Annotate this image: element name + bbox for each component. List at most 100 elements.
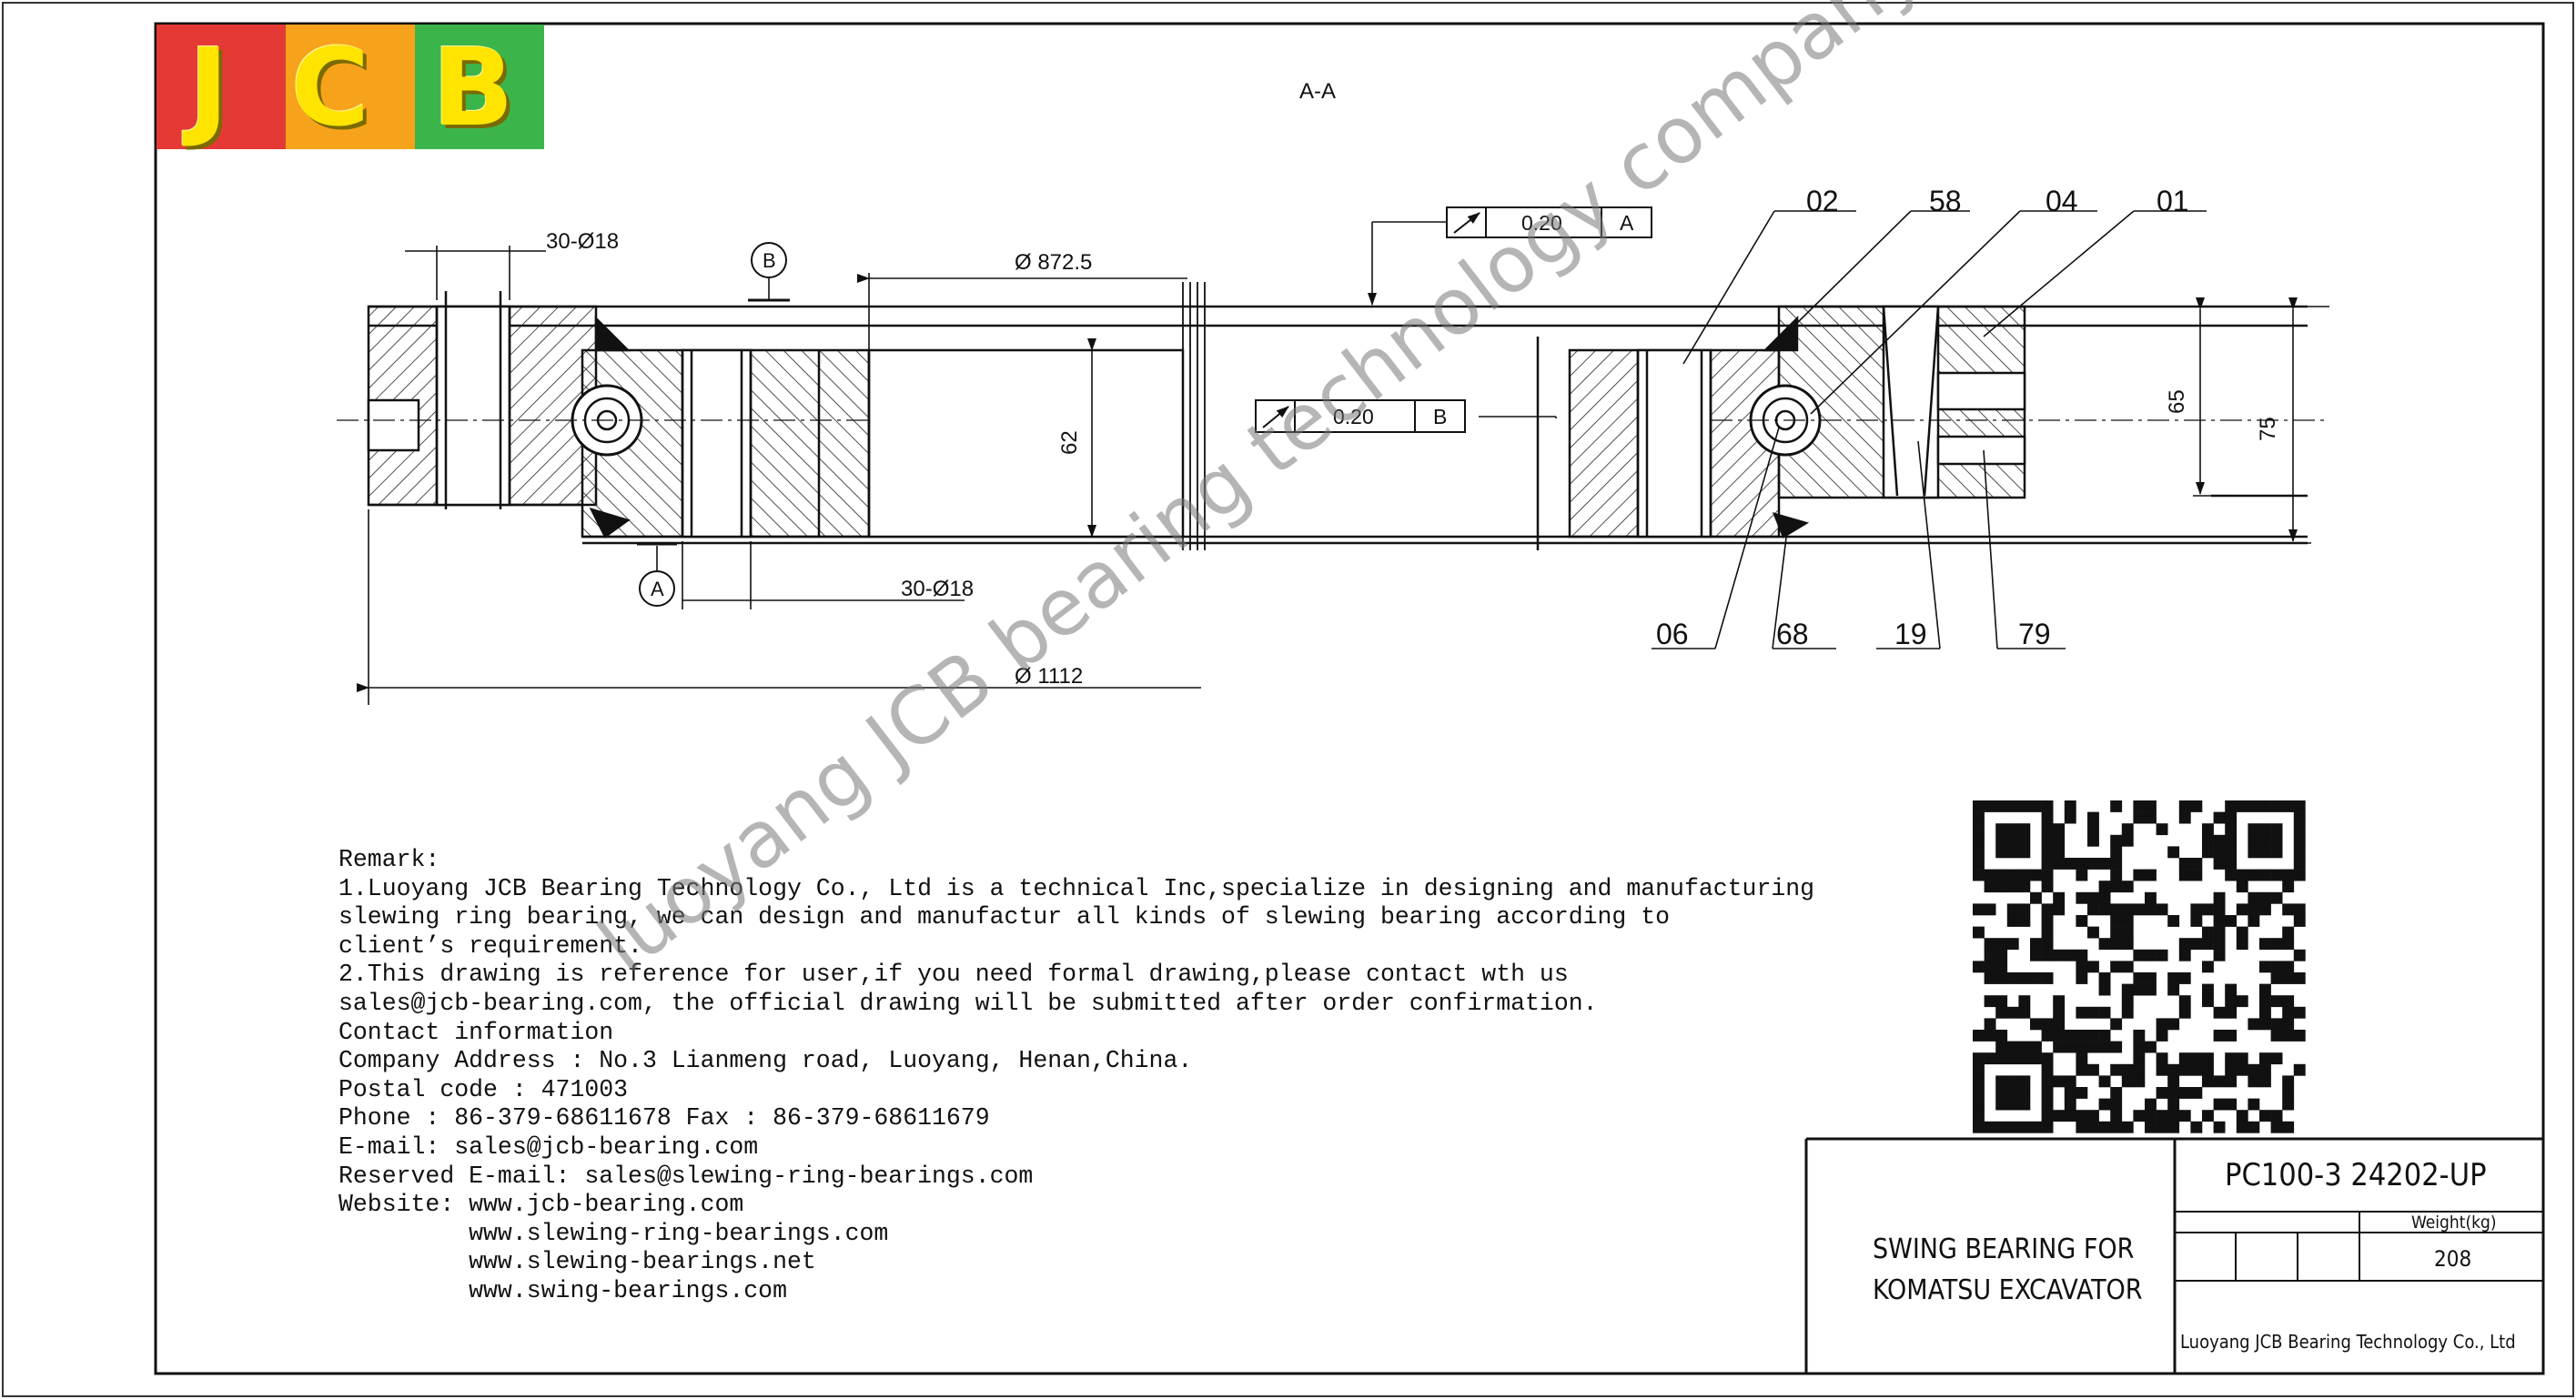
qr-module (2133, 800, 2146, 812)
qr-module (2041, 1121, 2054, 1133)
qr-module (2282, 1098, 2295, 1111)
qr-module (2178, 811, 2191, 824)
qr-module (2041, 800, 2054, 812)
logo-green-block (415, 25, 544, 149)
qr-module (2259, 1052, 2271, 1065)
qr-module (2282, 1030, 2295, 1042)
qr-module (1995, 834, 2008, 847)
qr-module (2293, 800, 2306, 812)
qr-module (2145, 891, 2157, 904)
qr-module (2202, 926, 2214, 939)
qr-module (2259, 1018, 2271, 1031)
qr-module (2041, 1063, 2054, 1076)
qr-module (2053, 834, 2066, 847)
drawing-frame (154, 22, 2545, 1375)
qr-module (2030, 891, 2042, 904)
qr-module (1973, 846, 1985, 859)
qr-module (2006, 972, 2019, 984)
qr-module (2064, 1041, 2076, 1053)
logo-red-block (157, 25, 286, 149)
qr-module (1995, 823, 2008, 836)
qr-module (1973, 1052, 1985, 1065)
dim-bolt-holes-top: 30-Ø18 (546, 229, 619, 254)
qr-module (2259, 938, 2271, 951)
qr-module (2167, 846, 2180, 859)
qr-module (2236, 1063, 2248, 1076)
part-number: 79 (2018, 618, 2051, 650)
qr-module (1984, 949, 1996, 961)
qr-module (2064, 1098, 2076, 1111)
qr-module (2236, 1110, 2248, 1122)
datum-label-a: A (651, 578, 664, 600)
qr-module (2087, 823, 2099, 836)
qr-module (2282, 903, 2295, 916)
qr-module (2006, 1087, 2019, 1099)
qr-module (2225, 1075, 2238, 1088)
qr-module (2293, 949, 2306, 961)
qr-module (2225, 846, 2238, 859)
qr-module (2110, 881, 2123, 893)
qr-module (2202, 1110, 2214, 1122)
qr-module (2270, 1052, 2283, 1065)
qr-module (2282, 881, 2295, 893)
qr-module (2087, 1006, 2099, 1019)
qr-module (2076, 1063, 2088, 1076)
qr-module (2259, 800, 2271, 812)
qr-module (2087, 1121, 2099, 1133)
qr-module (2178, 938, 2191, 951)
qr-module (2225, 1006, 2238, 1019)
qr-module (2098, 972, 2111, 984)
qr-module (1973, 1098, 1985, 1111)
qr-module (1984, 800, 1996, 812)
qr-module (2190, 1121, 2203, 1133)
qr-module (2178, 995, 2191, 1008)
qr-module (2167, 1018, 2180, 1031)
qr-module (2133, 811, 2146, 824)
qr-module (2270, 995, 2283, 1008)
qr-module (2030, 972, 2042, 984)
qr-module (2178, 1006, 2191, 1019)
jcb-logo-text: J C B (157, 25, 544, 150)
qr-module (2110, 834, 2123, 847)
qr-module (2156, 1030, 2168, 1042)
tolerance-value-1: 0.20 (1521, 211, 1562, 235)
qr-module (2156, 1110, 2168, 1122)
qr-module (2225, 983, 2238, 996)
qr-module (2156, 823, 2168, 836)
qr-module (1995, 1006, 2008, 1019)
qr-module (2293, 972, 2306, 984)
qr-module (2225, 834, 2238, 847)
qr-module (2259, 1063, 2271, 1076)
cross-section (337, 282, 2329, 550)
qr-module (2259, 1110, 2271, 1122)
qr-module (2190, 858, 2203, 870)
qr-module (2156, 1063, 2168, 1076)
qr-module (2053, 1006, 2066, 1019)
qr-module (2248, 846, 2260, 859)
qr-module (2282, 800, 2295, 812)
qr-module (2259, 869, 2271, 881)
qr-module (2041, 1087, 2054, 1099)
qr-module (2133, 1052, 2146, 1065)
qr-module (1984, 1018, 1996, 1031)
qr-module (2167, 1098, 2180, 1111)
qr-module (2178, 1087, 2191, 1099)
remark-line: Contact information (338, 1018, 614, 1046)
qr-module (2145, 1098, 2157, 1111)
remark-line: client’s requirement. (338, 931, 642, 960)
qr-module (2190, 1087, 2203, 1099)
qr-module (2110, 903, 2123, 916)
qr-module (2053, 846, 2066, 859)
title-description-line2: KOMATSU EXCAVATOR (1873, 1274, 2143, 1306)
qr-module (2064, 800, 2076, 812)
qr-module (2041, 881, 2054, 893)
qr-module (1984, 881, 1996, 893)
part-number: 01 (2157, 185, 2189, 217)
title-block (1804, 1137, 2543, 1374)
qr-module (2282, 869, 2295, 881)
qr-module (2053, 903, 2066, 916)
qr-module (2087, 858, 2099, 870)
qr-module (2259, 1006, 2271, 1019)
qr-module (2006, 1098, 2019, 1111)
